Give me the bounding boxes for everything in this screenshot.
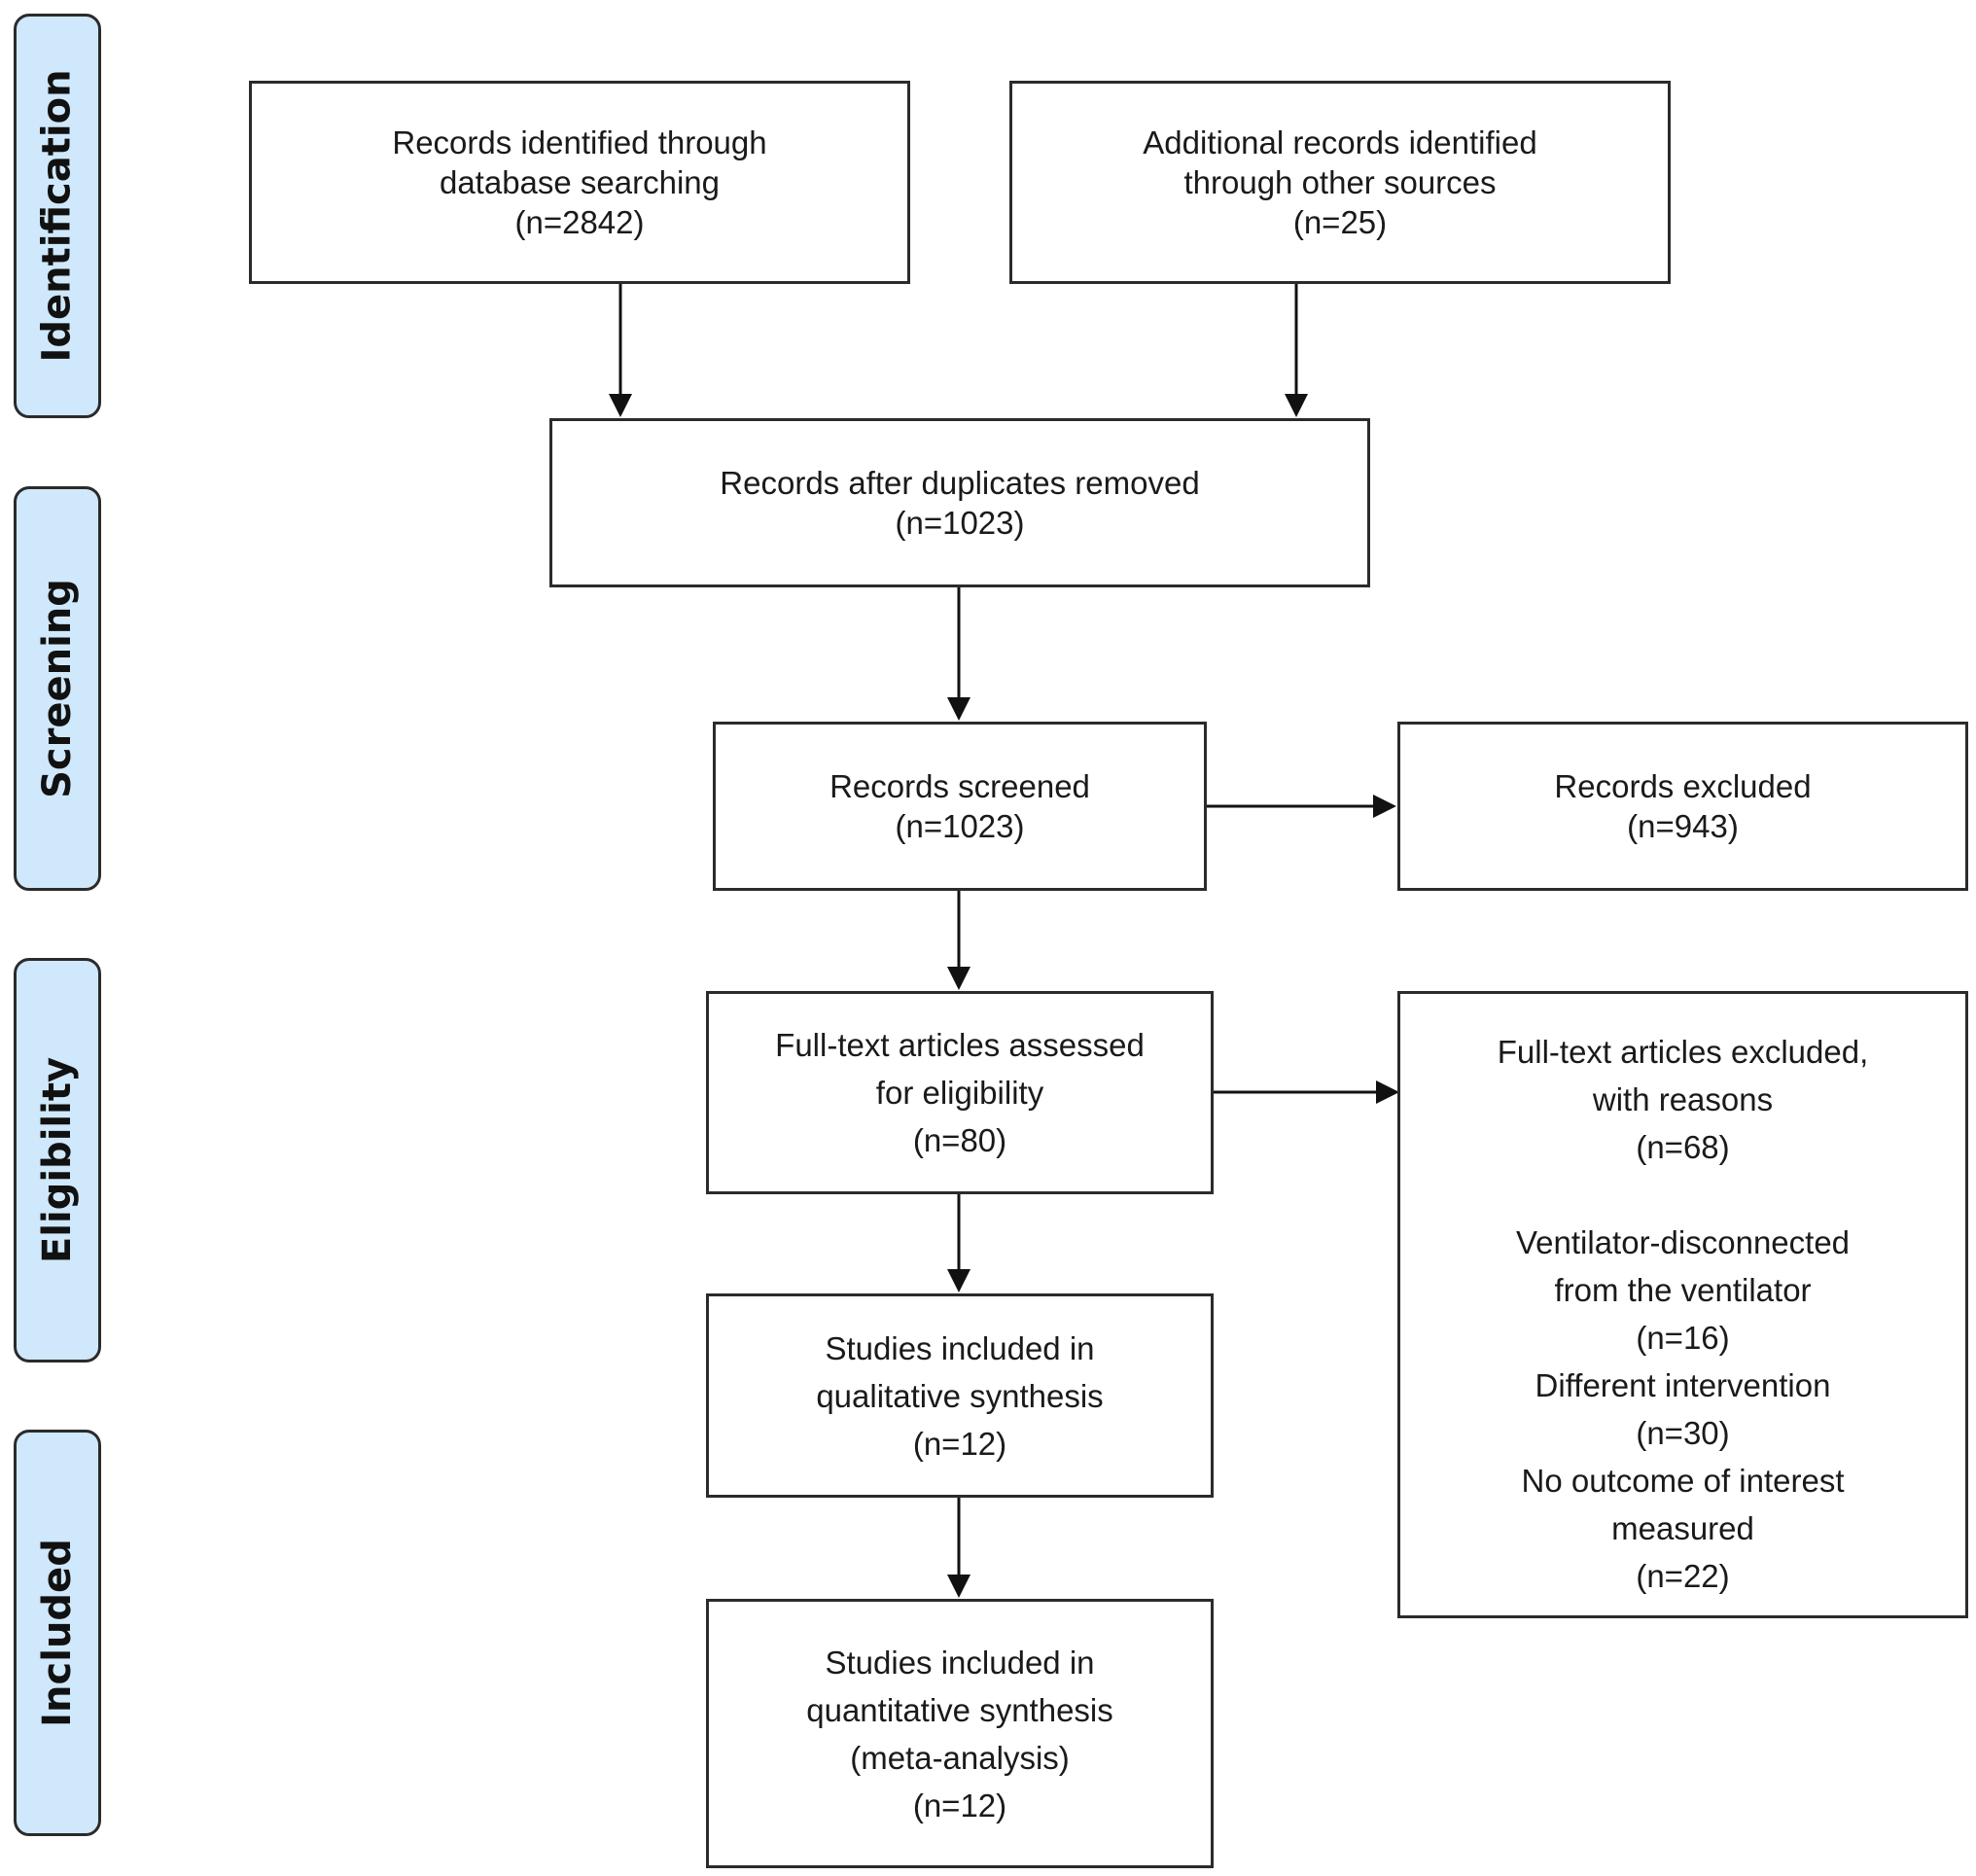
box-records-screened: Records screened (n=1023) [713, 722, 1207, 891]
reason-3-line2: measured [1611, 1510, 1754, 1546]
reason-3-line1: No outcome of interest [1521, 1463, 1845, 1499]
database-count: (n=2842) [514, 204, 645, 240]
database-line1: Records identified through [392, 124, 767, 160]
other-sources-line2: through other sources [1183, 164, 1497, 200]
reason-1-count: (n=16) [1636, 1320, 1730, 1356]
quantitative-count: (n=12) [912, 1787, 1007, 1823]
stage-eligibility: Eligibility [14, 958, 101, 1363]
qualitative-line1: Studies included in [825, 1329, 1095, 1366]
box-other-sources: Additional records identified through ot… [1009, 81, 1671, 284]
box-fulltext-assessed: Full-text articles assessed for eligibil… [706, 991, 1214, 1194]
after-duplicates-line1: Records after duplicates removed [720, 465, 1200, 501]
box-after-duplicates: Records after duplicates removed (n=1023… [549, 418, 1370, 587]
quantitative-line3: (meta-analysis) [850, 1739, 1070, 1776]
reason-1-line1: Ventilator-disconnected [1515, 1224, 1851, 1260]
other-sources-count: (n=25) [1292, 204, 1388, 240]
fulltext-excluded-line1: Full-text articles excluded, [1497, 1034, 1869, 1070]
fulltext-excluded-line2: with reasons [1592, 1081, 1774, 1117]
fulltext-assessed-line1: Full-text articles assessed [775, 1027, 1145, 1063]
box-fulltext-excluded: Full-text articles excluded, with reason… [1397, 991, 1968, 1618]
reason-1-line2: from the ventilator [1554, 1272, 1812, 1308]
fulltext-assessed-line2: for eligibility [875, 1075, 1044, 1111]
stage-screening: Screening [14, 486, 101, 891]
excluded-count: (n=943) [1627, 808, 1739, 844]
quantitative-line2: quantitative synthesis [806, 1691, 1113, 1728]
qualitative-count: (n=12) [912, 1425, 1007, 1462]
qualitative-line2: qualitative synthesis [816, 1377, 1104, 1414]
fulltext-excluded-count: (n=68) [1636, 1129, 1730, 1165]
quantitative-line1: Studies included in [825, 1644, 1095, 1681]
screened-line1: Records screened [829, 768, 1090, 804]
other-sources-line1: Additional records identified [1143, 124, 1537, 160]
screened-count: (n=1023) [895, 808, 1025, 844]
box-quantitative-synthesis: Studies included in quantitative synthes… [706, 1599, 1214, 1868]
stage-included: Included [14, 1430, 101, 1836]
reason-3-count: (n=22) [1636, 1558, 1730, 1594]
box-database-records: Records identified through database sear… [249, 81, 910, 284]
excluded-line1: Records excluded [1554, 768, 1812, 804]
reason-2-line1: Different intervention [1535, 1367, 1831, 1403]
box-records-excluded: Records excluded (n=943) [1397, 722, 1968, 891]
reason-2-count: (n=30) [1636, 1415, 1730, 1451]
database-line2: database searching [439, 164, 721, 200]
box-qualitative-synthesis: Studies included in qualitative synthesi… [706, 1293, 1214, 1498]
after-duplicates-count: (n=1023) [895, 505, 1025, 541]
fulltext-assessed-count: (n=80) [912, 1122, 1007, 1158]
stage-identification: Identification [14, 14, 101, 418]
